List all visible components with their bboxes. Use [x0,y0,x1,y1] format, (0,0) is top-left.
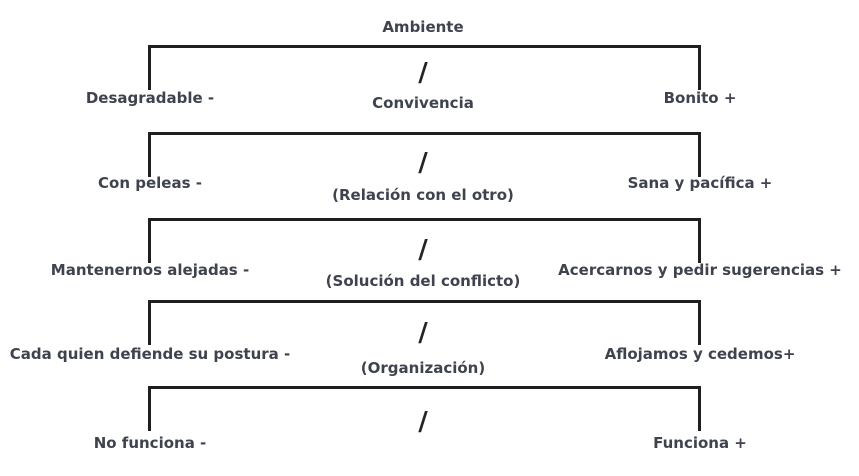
positive-pole-label: Funciona + [653,434,747,452]
negative-pole-label: Desagradable - [85,89,215,107]
negative-pole-label: Mantenernos alejadas - [50,261,250,279]
rating-slash: / [418,318,428,348]
bracket-line [148,218,701,263]
negative-pole-label: Cada quien defiende su postura - [9,345,291,363]
construct-name: (Organización) [360,359,486,377]
rating-slash: / [418,235,428,265]
construct-name: Ambiente [382,18,464,36]
positive-pole-label: Bonito + [663,89,737,107]
bracket-line [148,300,701,345]
construct-name: (Relación con el otro) [332,186,514,204]
bracket-line [148,45,701,90]
construct-name: Convivencia [372,94,474,112]
positive-pole-label: Sana y pacífica + [627,174,773,192]
construct-name: (Solución del conflicto) [325,272,521,290]
bracket-line [148,132,701,177]
negative-pole-label: Con peleas - [98,174,202,192]
positive-pole-label: Aflojamos y cedemos+ [604,345,796,363]
positive-pole-label: Acercarnos y pedir sugerencias + [558,261,842,279]
rating-slash: / [418,58,428,88]
rating-slash: / [418,148,428,178]
bracket-line [148,386,701,431]
negative-pole-label: No funciona - [93,434,207,452]
rating-slash: / [418,407,428,437]
